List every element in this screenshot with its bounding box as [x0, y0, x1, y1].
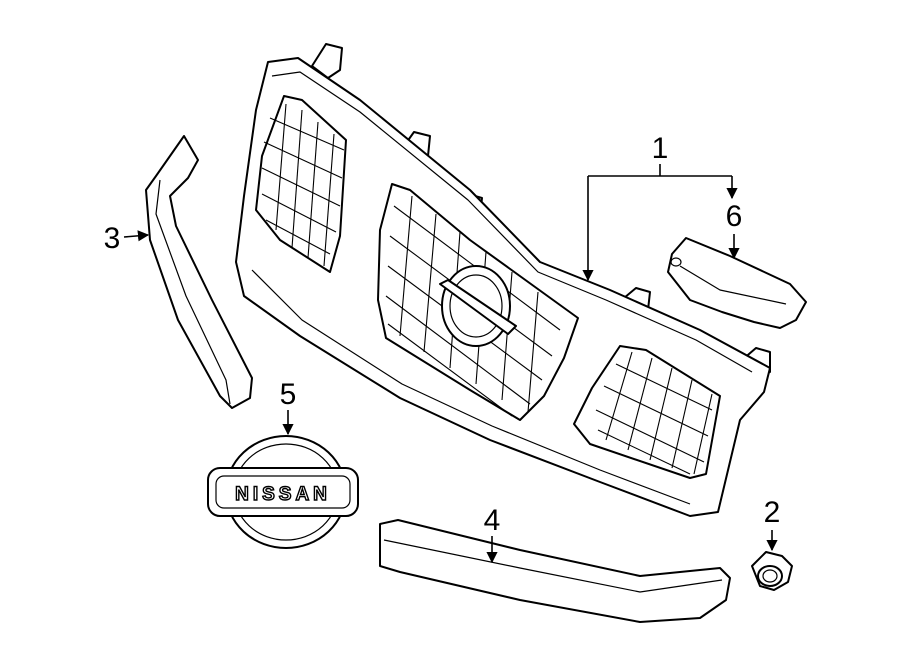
grille-insert	[667, 237, 807, 329]
callout-2-group: 2	[764, 496, 781, 552]
emblem-text: NISSAN	[235, 484, 331, 505]
callout-4-group: 4	[484, 504, 501, 564]
callout-5: 5	[280, 378, 297, 411]
callout-1: 1	[652, 132, 669, 165]
left-molding	[145, 135, 253, 409]
callout-3: 3	[104, 222, 121, 255]
callout-6-group: 6	[726, 200, 743, 260]
grille-assembly	[235, 43, 771, 517]
callout-4: 4	[484, 504, 501, 537]
lower-molding	[379, 519, 731, 623]
grille-emblem-mount	[439, 265, 517, 347]
callout-3-group: 3	[104, 222, 150, 255]
callout-2: 2	[764, 496, 781, 529]
grille-right-opening	[573, 345, 721, 479]
callout-5-group: 5	[280, 378, 297, 436]
grille-left-opening	[255, 95, 347, 273]
nissan-emblem: NISSAN	[207, 435, 359, 549]
callout-1-group: 1	[582, 132, 738, 282]
callout-6: 6	[726, 200, 743, 233]
retainer-clip	[751, 551, 793, 591]
